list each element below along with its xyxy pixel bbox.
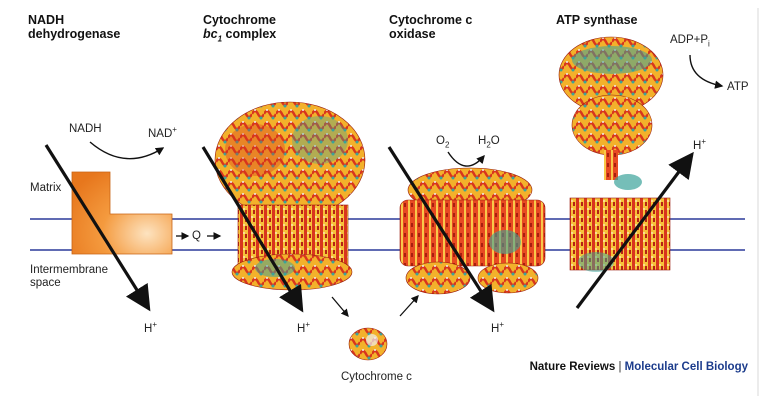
title-oxidase-line1: Cytochrome c [389, 13, 473, 27]
h2o-o: O [490, 135, 500, 147]
atp-reaction-arrow [689, 54, 724, 89]
adp-text: ADP+P [670, 34, 709, 46]
title-atp-synthase: ATP synthase [556, 13, 638, 27]
title-bc1-rest: complex [222, 27, 277, 41]
label-space: space [30, 277, 61, 289]
title-bc1-em: bc [203, 27, 218, 41]
label-intermembrane: Intermembrane [30, 264, 108, 276]
proton-oxidase-text: H [491, 322, 500, 335]
title-nadh-line1: NADH [28, 13, 65, 27]
label-proton-oxidase: H+ [491, 318, 504, 336]
cytochrome-c-oxidase [399, 167, 546, 295]
nadh-dehydrogenase-block [71, 171, 173, 255]
title-bc1-line2: bc1 complex [203, 27, 276, 47]
credit-journal: Molecular Cell Biology [624, 361, 748, 373]
cytochrome-c-protein [348, 327, 388, 361]
credit-publisher: Nature Reviews [529, 361, 616, 373]
title-oxidase-line2: oxidase [389, 27, 436, 41]
proton-oxidase-sup: + [499, 320, 504, 329]
label-atp: ATP [727, 81, 749, 93]
h2o-sub: 2 [486, 140, 491, 150]
label-adp-pi: ADP+Pi [670, 34, 710, 50]
label-cytochrome-c: Cytochrome c [341, 371, 412, 383]
oxygen-reaction-arrow [447, 151, 485, 167]
atp-synthase [558, 36, 671, 272]
proton-nadh-text: H [144, 322, 153, 335]
cytc-arrow-out [399, 295, 419, 317]
proton-arrow-atp-synthase [575, 151, 694, 309]
title-bc1-sub: 1 [217, 34, 223, 44]
proton-arrow-bc1 [201, 146, 304, 313]
label-nad-text: NAD [148, 127, 173, 140]
label-q: Q [192, 230, 201, 242]
h2o-h: H [478, 135, 487, 147]
proton-bc1-text: H [297, 322, 306, 335]
o2-sub: 2 [444, 140, 450, 150]
credit-line: Nature Reviews | Molecular Cell Biology [530, 361, 748, 373]
title-nadh-line2: dehydrogenase [28, 27, 121, 41]
o2-text: O [436, 135, 445, 147]
nadh-reaction-arrow [89, 141, 165, 160]
label-nad-plus: NAD+ [148, 123, 177, 141]
cytochrome-bc1-complex [214, 101, 366, 291]
adp-sub: i [708, 39, 710, 49]
label-proton-nadh: H+ [144, 318, 157, 336]
title-cytochrome-bc1: Cytochrome bc1 complex [203, 13, 276, 47]
title-nadh-dehydrogenase: NADH dehydrogenase [28, 13, 120, 41]
label-proton-bc1: H+ [297, 318, 310, 336]
proton-bc1-sup: + [305, 320, 310, 329]
label-matrix: Matrix [30, 182, 62, 194]
proton-atp-sup: + [701, 137, 706, 146]
label-nad-sup: + [172, 125, 177, 134]
label-o2: O2 [436, 135, 449, 151]
proton-arrow-oxidase [387, 146, 495, 313]
title-atp-line1: ATP synthase [556, 13, 638, 27]
title-bc1-line1: Cytochrome [203, 13, 276, 27]
cytc-arrow-in [331, 296, 349, 317]
proton-atp-text: H [693, 139, 702, 152]
label-proton-atp: H+ [693, 135, 706, 153]
proton-arrow-nadh [44, 144, 151, 312]
credit-separator: | [618, 361, 622, 373]
proton-nadh-sup: + [152, 320, 157, 329]
title-cytochrome-c-oxidase: Cytochrome c oxidase [389, 13, 472, 41]
label-nadh: NADH [69, 123, 102, 135]
label-h2o: H2O [478, 135, 500, 151]
